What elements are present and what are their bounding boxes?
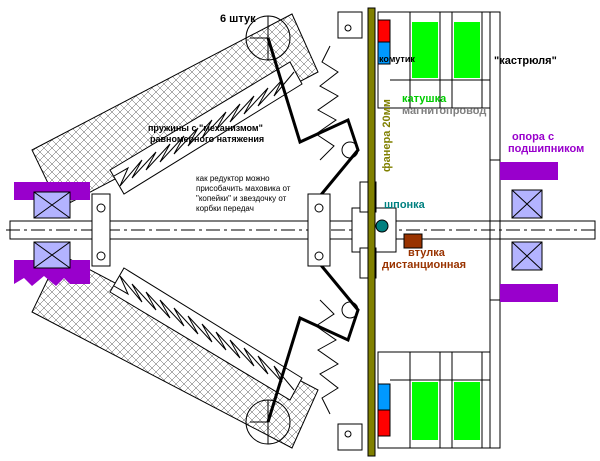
left-bearing-support — [14, 182, 90, 286]
housing-outline — [489, 11, 501, 449]
magnitoprovod-label: магнитопровод — [402, 105, 487, 117]
reductor-note-line3: "копейки" и звездочку от — [196, 194, 287, 203]
pruzhiny-label-line1: пружины с "механизмом" — [148, 123, 263, 133]
kastrulya-label: "кастрюля" — [494, 55, 557, 67]
upper-spring-arm — [31, 13, 319, 209]
reductor-note-line1: как редуктор можно — [196, 174, 270, 183]
pruzhiny-label-line2: равномерного натяжения — [150, 134, 265, 144]
tension-levers — [266, 37, 360, 423]
opora-label-line1: опора с — [512, 131, 555, 143]
upper-zigzag-spring — [315, 45, 339, 161]
top-bracket — [337, 11, 363, 39]
reductor-note-line4: корбки передач — [196, 204, 254, 213]
distance-bushing — [403, 233, 423, 249]
komutik-label: комутик — [379, 54, 415, 64]
fanera-label: фанера 20мм — [381, 99, 393, 172]
plywood-disc — [367, 7, 376, 457]
opora-label-line2: подшипником — [508, 143, 585, 155]
katushka-label: катушка — [402, 93, 447, 105]
reductor-note-line2: присобачить маховика от — [196, 184, 291, 193]
bottom-coil-assembly — [377, 351, 491, 449]
vtulka-label-line2: дистанционная — [382, 259, 467, 271]
lower-spring-arm — [31, 253, 319, 449]
six-pcs-label: 6 штук — [220, 13, 256, 25]
main-shaft — [6, 220, 598, 240]
lower-zigzag-spring — [315, 299, 339, 415]
shponka-label: шпонка — [384, 199, 425, 211]
right-bearing-support — [500, 162, 558, 302]
center-hub — [307, 193, 331, 267]
bottom-bracket — [337, 423, 363, 451]
vtulka-label-line1: втулка — [408, 247, 445, 259]
flange-plate — [91, 193, 111, 267]
